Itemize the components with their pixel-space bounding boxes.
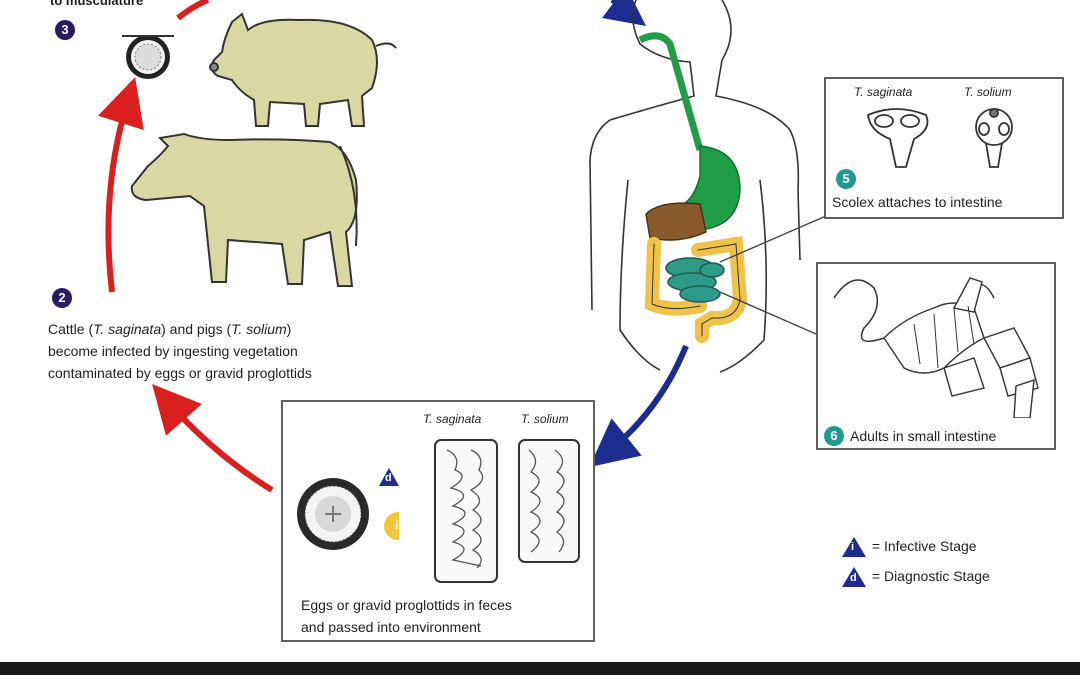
arrow-top-partial [176, 0, 210, 21]
scolex-illustrations [867, 108, 1013, 168]
top-partial-label: to musculature [50, 0, 144, 8]
esophagus [638, 32, 704, 151]
scolex-box: T. saginata T. solium 5 Scolex attaches … [824, 77, 1064, 219]
liver [645, 202, 707, 241]
step-3-badge: 3 [55, 20, 75, 40]
step-2-line-2: become infected by ingesting vegetation [48, 343, 298, 359]
bottom-bar [0, 662, 1080, 675]
cyst-icon [122, 35, 174, 79]
eggs-species-b: T. solium [521, 412, 569, 426]
arrow-human-to-env [589, 344, 689, 468]
infective-marker-label: i [395, 518, 399, 532]
pig-icon [209, 12, 397, 127]
pointer-to-adults-box [719, 291, 817, 335]
scolex-species-b: T. solium [964, 85, 1012, 99]
adult-worm-illustration [833, 277, 1039, 418]
arrow-step2-to-step3 [97, 77, 144, 293]
scolex-solium-icon [975, 108, 1013, 168]
scolex-caption: Scolex attaches to intestine [832, 194, 1003, 210]
eggs-box: T. saginata T. solium d i Eggs or gr [281, 400, 595, 642]
legend-infective-label: = Infective Stage [871, 538, 977, 554]
legend-infective: i = Infective Stage [840, 534, 977, 558]
small-intestine [665, 257, 725, 303]
infective-triangle-icon: i [840, 535, 868, 559]
adults-box: 6 Adults in small intestine [816, 262, 1056, 450]
cow-icon [130, 132, 358, 287]
adults-caption: Adults in small intestine [850, 428, 997, 444]
arrow-env-to-step2 [152, 384, 274, 493]
step-2-badge: 2 [52, 288, 72, 308]
eggs-caption: Eggs or gravid proglottids in feces and … [301, 597, 512, 635]
legend-diagnostic-label: = Diagnostic Stage [871, 568, 990, 584]
egg-icon [297, 468, 399, 550]
human-icon [589, 0, 801, 373]
diagnostic-triangle-icon: d [840, 565, 868, 589]
legend-diagnostic: d = Diagnostic Stage [840, 564, 990, 588]
proglottid-illustrations [434, 439, 580, 583]
step-2-line-1: Cattle (T. saginata) and pigs (T. solium… [48, 321, 292, 337]
eggs-species-a: T. saginata [423, 412, 482, 426]
step-6-badge: 6 [824, 426, 844, 446]
scolex-saginata-icon [867, 108, 929, 168]
step-2-description: Cattle (T. saginata) and pigs (T. solium… [48, 318, 448, 384]
pointer-to-scolex-box [719, 215, 827, 263]
proglottid-solium-icon [518, 439, 580, 563]
step-2-line-3: contaminated by eggs or gravid proglotti… [48, 365, 312, 381]
scolex-species-a: T. saginata [854, 85, 913, 99]
step-5-badge: 5 [836, 169, 856, 189]
arrow-into-mouth [601, 0, 646, 27]
proglottid-saginata-icon [434, 439, 498, 583]
diagnostic-marker-label: d [385, 472, 392, 484]
